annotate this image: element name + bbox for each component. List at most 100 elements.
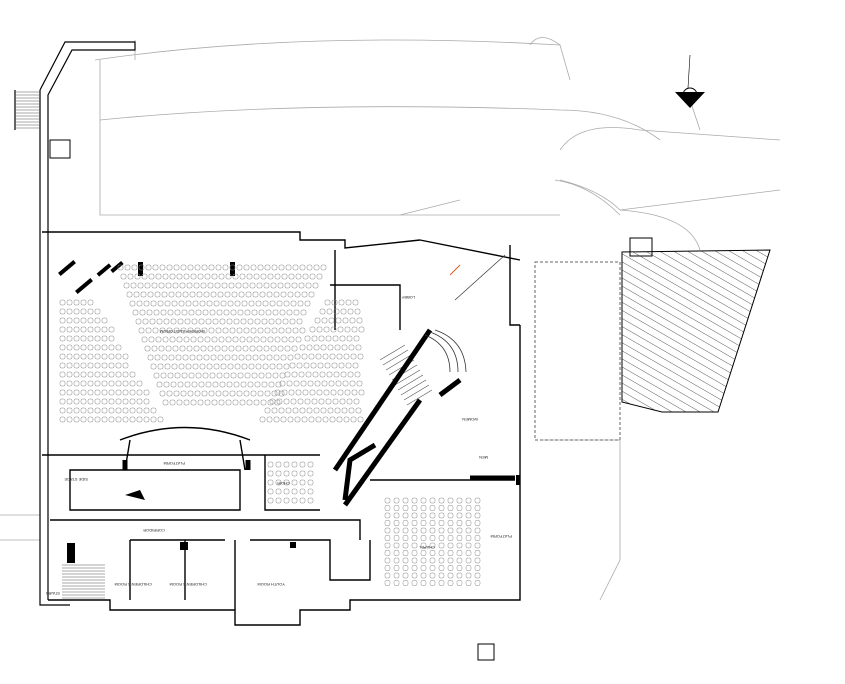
seat [316,326,323,333]
seat [320,264,327,271]
seat [255,363,262,370]
seat [293,309,300,316]
seat [188,309,195,316]
seat [263,345,270,352]
seat [212,318,219,325]
seat [465,535,472,541]
seat [135,318,142,325]
seat [429,520,436,526]
seat [66,407,73,414]
seat [138,264,145,271]
seat [73,326,80,333]
seat [429,542,436,549]
seat [222,390,229,397]
seat [357,353,364,360]
seat [465,580,472,586]
seat [197,336,204,343]
seat [281,389,288,396]
seat [264,264,271,271]
seat [94,335,101,342]
seat [161,354,168,361]
seat [94,353,101,360]
seat [257,264,264,271]
seat [275,381,282,388]
seat [169,273,176,280]
seat [169,336,176,343]
seat [182,354,189,361]
seat [87,362,94,369]
seat [129,389,136,396]
room-label: MEN [479,455,488,460]
seat [311,335,318,342]
seat [123,282,130,289]
seat [191,318,198,325]
seat [272,309,279,316]
seat [136,416,143,423]
stair-treads [15,91,433,599]
seat [183,273,190,280]
seat [73,299,80,306]
seat [87,308,94,315]
seat [196,354,203,361]
seat [204,273,211,280]
seat [247,381,254,388]
seat [196,291,203,298]
seat [150,416,157,423]
seat [322,353,329,360]
seat [349,380,356,387]
seat [260,273,267,280]
seat [447,535,454,541]
seat [341,407,348,414]
seat [140,291,147,298]
seat [438,512,445,519]
seat [143,407,150,414]
seat [438,505,445,511]
seat [339,398,346,405]
seat [402,512,409,519]
seat [144,345,151,352]
seat [245,354,252,361]
seat [183,399,190,406]
seat [160,372,167,379]
seat [327,407,334,414]
seat [231,354,238,361]
seat [66,371,73,378]
seat [87,335,94,342]
seat [206,363,213,370]
seat [201,264,208,271]
room-labels: WORSHIP AUDITORIUM PLATFORM SIDE STAGE C… [46,295,512,596]
seat [210,354,217,361]
seat [115,389,122,396]
seat [384,535,391,541]
seat [101,398,108,405]
seat [350,353,357,360]
seat [156,318,163,325]
seat [322,416,329,423]
seat [227,363,234,370]
seat [211,273,218,280]
seat [456,520,463,526]
seat [402,535,409,541]
seat [94,344,101,351]
seat [281,273,288,280]
seat [242,345,249,352]
room-label: STAIRS [46,591,60,596]
columns [58,260,520,563]
seat [264,407,271,414]
seat [272,372,279,379]
seat [438,565,445,571]
seat [402,505,409,511]
seat [248,300,255,307]
seat [94,380,101,387]
seat [176,399,183,406]
seat [340,308,347,315]
seat [87,317,94,324]
seat [420,572,427,579]
seat [274,389,281,396]
seat [174,372,181,379]
accent-mark [449,264,461,276]
seat [351,389,358,396]
seat [267,497,274,504]
seat [295,389,302,396]
